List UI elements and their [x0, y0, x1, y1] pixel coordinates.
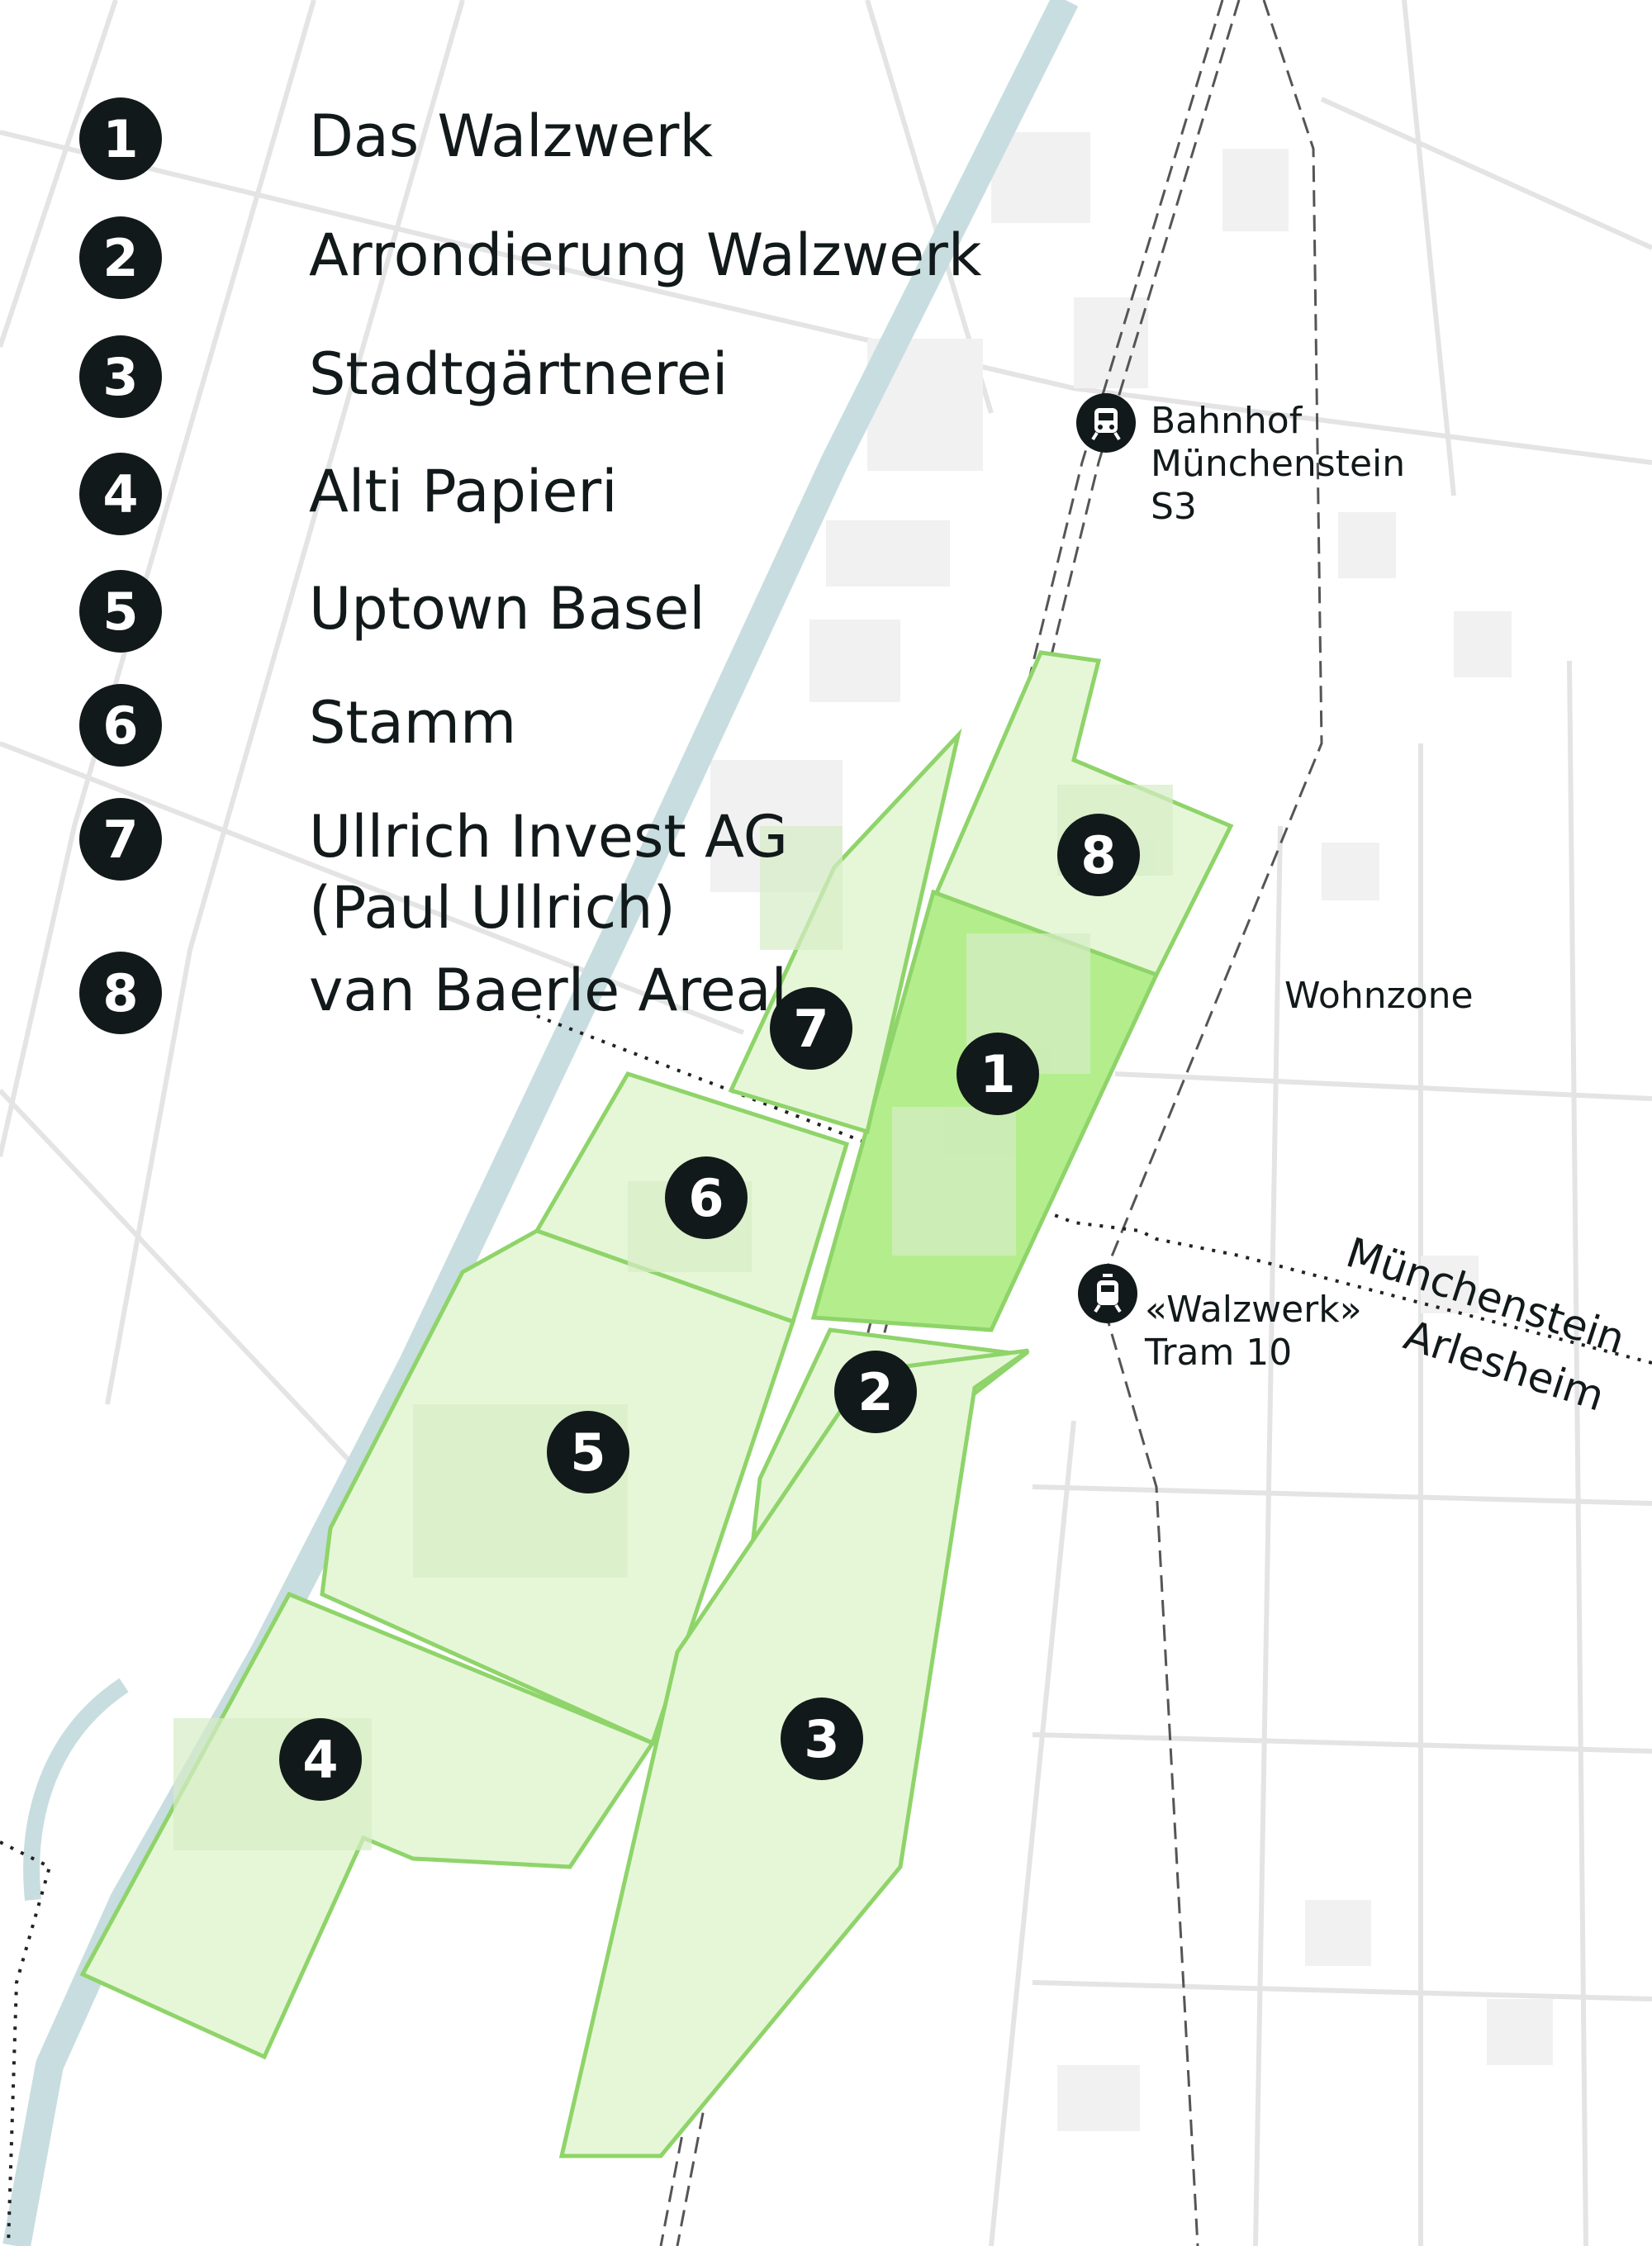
railway-lines	[659, 0, 1323, 2246]
legend-item-8: 8 van Baerle Areal	[79, 952, 787, 1034]
legend-label-5: Uptown Basel	[309, 575, 705, 643]
legend-label-3: Stadtgärtnerei	[309, 340, 729, 408]
area-marker-8[interactable]: 8	[1057, 814, 1140, 896]
tram-icon	[1078, 1264, 1137, 1323]
tram-station-line-1: «Walzwerk»	[1145, 1289, 1362, 1331]
area-marker-3[interactable]: 3	[781, 1698, 863, 1780]
area-marker-6[interactable]: 6	[665, 1156, 748, 1239]
train-station-label: Bahnhof Münchenstein S3	[1151, 400, 1405, 529]
legend-item-4: 4 Alti Papieri	[79, 453, 618, 535]
area-marker-4[interactable]: 4	[279, 1718, 362, 1801]
tram-station-label: «Walzwerk» Tram 10	[1145, 1289, 1362, 1375]
area-marker-7[interactable]: 7	[770, 987, 852, 1070]
legend-label-1: Das Walzwerk	[309, 102, 713, 170]
legend-item-1: 1 Das Walzwerk	[79, 97, 713, 180]
legend-badge-8: 8	[79, 952, 162, 1034]
train-station-line-1: Bahnhof	[1151, 400, 1303, 442]
legend-badge-5: 5	[79, 570, 162, 653]
legend-badge-2: 2	[79, 216, 162, 299]
legend-label-2: Arrondierung Walzwerk	[309, 221, 982, 289]
river	[2, 0, 1079, 2246]
train-icon	[1076, 393, 1136, 453]
area-marker-2[interactable]: 2	[834, 1351, 917, 1433]
legend-label-4: Alti Papieri	[309, 458, 618, 525]
legend-label-7: Ullrich Invest AG (Paul Ullrich)	[309, 803, 789, 942]
legend-item-7: 7 Ullrich Invest AG (Paul Ullrich)	[79, 798, 788, 943]
river-branch	[23, 1678, 129, 1901]
train-station-line-3: S3	[1151, 486, 1197, 528]
tram-station-line-2: Tram 10	[1145, 1332, 1293, 1374]
legend-item-2: 2 Arrondierung Walzwerk	[79, 216, 981, 299]
legend-badge-1: 1	[79, 97, 162, 180]
legend-item-3: 3 Stadtgärtnerei	[79, 335, 728, 418]
legend-label-8: van Baerle Areal	[309, 957, 788, 1024]
zone-label: Wohnzone	[1284, 975, 1474, 1017]
legend-badge-7: 7	[79, 798, 162, 881]
train-station-line-2: Münchenstein	[1151, 443, 1406, 485]
legend-badge-6: 6	[79, 684, 162, 767]
legend-label-6: Stamm	[309, 689, 517, 757]
legend-item-6: 6 Stamm	[79, 684, 516, 767]
area-marker-1[interactable]: 1	[957, 1033, 1039, 1115]
legend-badge-4: 4	[79, 453, 162, 535]
legend-item-5: 5 Uptown Basel	[79, 570, 705, 653]
legend-badge-3: 3	[79, 335, 162, 418]
area-marker-5[interactable]: 5	[547, 1411, 629, 1493]
